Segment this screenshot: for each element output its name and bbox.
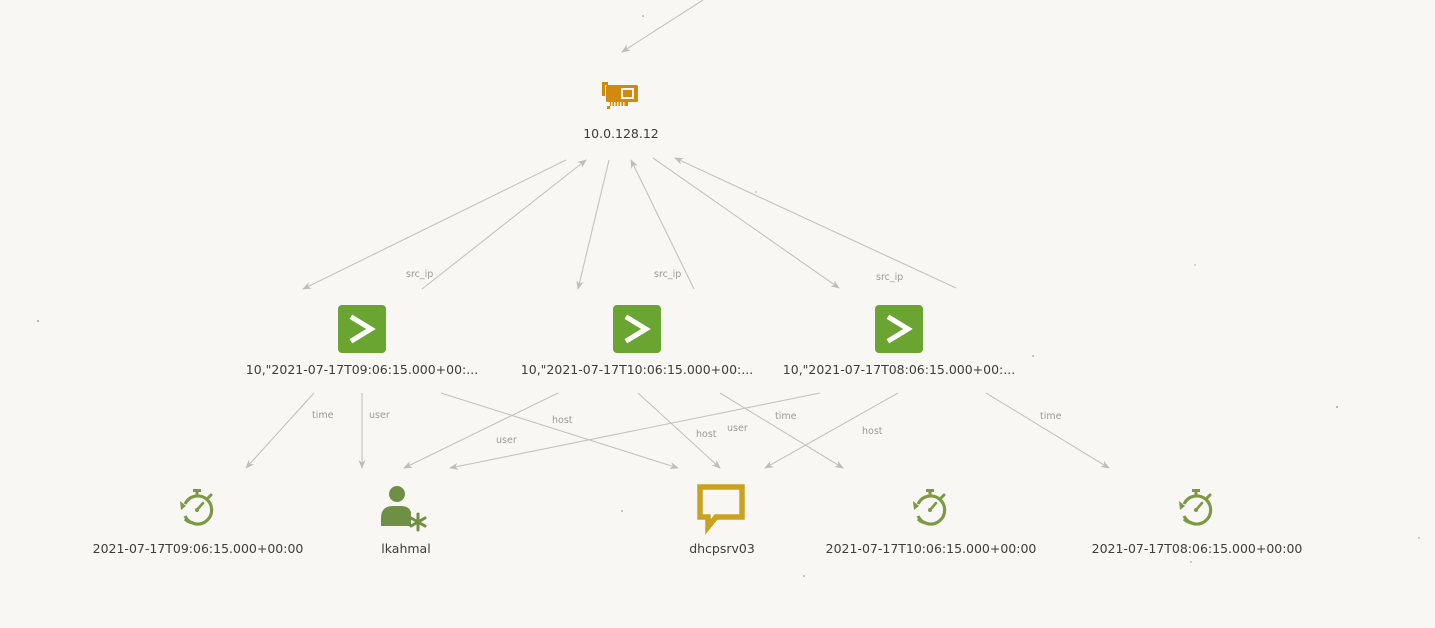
stopwatch-icon bbox=[913, 489, 947, 526]
chat-bubble-icon bbox=[697, 484, 745, 535]
node-label: 2021-07-17T09:06:15.000+00:00 bbox=[93, 541, 304, 556]
node-label: 10,"2021-07-17T10:06:15.000+00:... bbox=[521, 362, 753, 377]
node-ip-address[interactable]: 10.0.128.12 bbox=[583, 82, 659, 141]
edge-label-time: time bbox=[775, 411, 797, 422]
edge-incoming-ip[interactable] bbox=[621, 0, 704, 53]
node-label: 10,"2021-07-17T09:06:15.000+00:... bbox=[246, 362, 478, 377]
splunk-event-icon bbox=[875, 305, 923, 353]
background-texture bbox=[37, 15, 1420, 577]
splunk-event-icon bbox=[338, 305, 386, 353]
stopwatch-icon bbox=[1179, 489, 1213, 526]
edge-label-host: host bbox=[552, 415, 573, 426]
edge-event1-host[interactable] bbox=[440, 392, 679, 469]
edge-event1-time1[interactable] bbox=[245, 392, 315, 469]
node-event-3[interactable]: 10,"2021-07-17T08:06:15.000+00:... bbox=[783, 305, 1015, 377]
node-label: 2021-07-17T08:06:15.000+00:00 bbox=[1092, 541, 1303, 556]
node-time-1[interactable]: 2021-07-17T09:06:15.000+00:00 bbox=[93, 489, 304, 556]
node-label: dhcpsrv03 bbox=[689, 541, 755, 556]
edge-event2-user[interactable] bbox=[403, 392, 559, 469]
user-icon bbox=[381, 486, 427, 532]
edge-ip-event1[interactable] bbox=[302, 159, 567, 290]
node-label: lkahmal bbox=[381, 541, 430, 556]
node-label: 10.0.128.12 bbox=[583, 126, 659, 141]
edge-event2-ip[interactable] bbox=[630, 159, 695, 290]
edge-label-host: host bbox=[696, 429, 717, 440]
edges: src_ip src_ip src_ip time user host user… bbox=[245, 0, 1110, 470]
edge-event1-ip[interactable] bbox=[421, 159, 587, 290]
edge-ip-event2[interactable] bbox=[576, 159, 610, 290]
node-event-1[interactable]: 10,"2021-07-17T09:06:15.000+00:... bbox=[246, 305, 478, 377]
edge-label-user: user bbox=[496, 435, 517, 446]
node-host[interactable]: dhcpsrv03 bbox=[689, 484, 755, 556]
edge-event3-host[interactable] bbox=[764, 392, 899, 469]
edge-label-src-ip: src_ip bbox=[876, 272, 903, 283]
edge-label-user: user bbox=[727, 423, 748, 434]
node-label: 10,"2021-07-17T08:06:15.000+00:... bbox=[783, 362, 1015, 377]
node-time-2[interactable]: 2021-07-17T10:06:15.000+00:00 bbox=[826, 489, 1037, 556]
edge-event2-time2[interactable] bbox=[719, 392, 844, 469]
node-time-3[interactable]: 2021-07-17T08:06:15.000+00:00 bbox=[1092, 489, 1303, 556]
network-card-icon bbox=[602, 82, 638, 109]
edge-event3-user[interactable] bbox=[449, 392, 821, 470]
node-user[interactable]: lkahmal bbox=[381, 486, 431, 556]
edge-event2-host[interactable] bbox=[637, 392, 721, 469]
edge-label-time: time bbox=[1040, 411, 1062, 422]
edge-event3-time3[interactable] bbox=[985, 392, 1110, 469]
splunk-event-icon bbox=[613, 305, 661, 353]
edge-label-time: time bbox=[312, 410, 334, 421]
edge-label-user: user bbox=[369, 410, 390, 421]
edge-label-src-ip: src_ip bbox=[406, 269, 433, 280]
edge-label-host: host bbox=[862, 426, 883, 437]
edge-label-src-ip: src_ip bbox=[654, 269, 681, 280]
edge-ip-event3[interactable] bbox=[652, 157, 840, 289]
stopwatch-icon bbox=[180, 489, 214, 526]
edge-event3-ip[interactable] bbox=[674, 157, 957, 289]
node-label: 2021-07-17T10:06:15.000+00:00 bbox=[826, 541, 1037, 556]
node-event-2[interactable]: 10,"2021-07-17T10:06:15.000+00:... bbox=[521, 305, 753, 377]
